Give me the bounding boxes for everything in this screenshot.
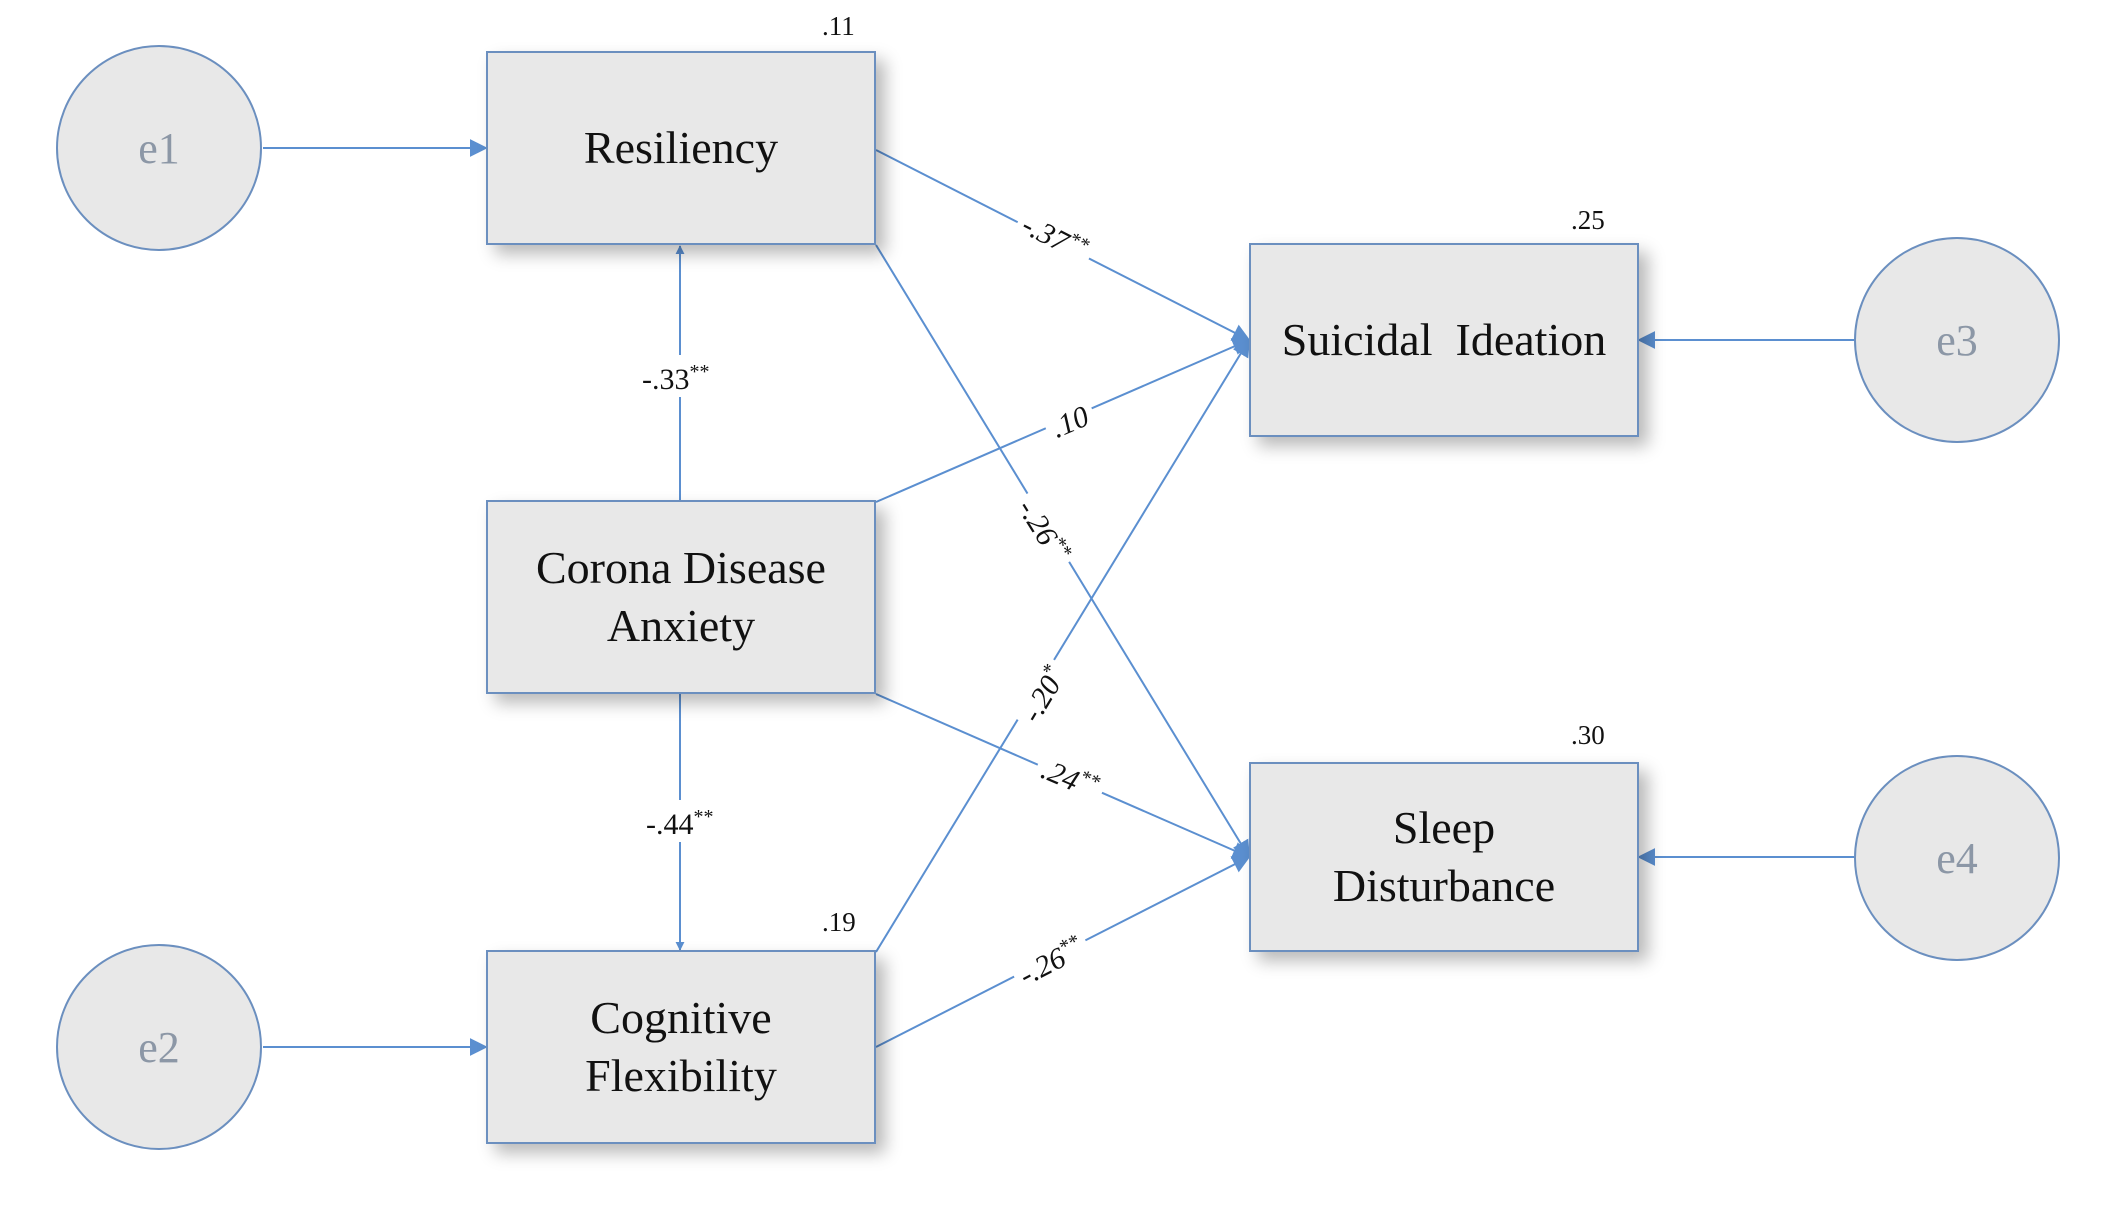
error-e1-label: e1 (138, 123, 180, 173)
coef-corona-cognitive: -.44** (640, 800, 720, 842)
r2-resiliency: .11 (822, 11, 855, 41)
coef-corona-cognitive-sig: ** (693, 806, 714, 828)
r2-suicidal: .25 (1571, 205, 1605, 235)
node-suicidal-label: Suicidal Ideation (1281, 314, 1607, 365)
error-e4-label: e4 (1936, 833, 1978, 883)
node-cognitive-line2: Flexibility (585, 1050, 777, 1101)
node-resiliency-label: Resiliency (583, 122, 779, 173)
node-corona-line2: Anxiety (606, 600, 756, 651)
coef-corona-resiliency: -.33** (636, 355, 716, 397)
node-sleep-disturbance: Sleep Disturbance (1249, 762, 1639, 952)
error-e1: e1 (56, 45, 262, 251)
coef-corona-cognitive-value: -.44 (646, 808, 694, 841)
error-e4: e4 (1854, 755, 2060, 961)
node-corona-line1: Corona Disease (536, 542, 826, 593)
node-suicidal-ideation: Suicidal Ideation (1249, 243, 1639, 437)
arrow-cognitive-suicidal (875, 338, 1250, 953)
r2-sleep: .30 (1571, 720, 1605, 750)
error-e3-label: e3 (1936, 315, 1978, 365)
node-sleep-line1: Sleep (1392, 802, 1496, 853)
node-resiliency: Resiliency (486, 51, 876, 245)
error-e3: e3 (1854, 237, 2060, 443)
r2-cognitive: .19 (822, 907, 856, 937)
node-sleep-line2: Disturbance (1332, 860, 1556, 911)
error-e2: e2 (56, 944, 262, 1150)
coef-corona-resiliency-sig: ** (689, 361, 710, 383)
node-cognitive-flexibility: Cognitive Flexibility (486, 950, 876, 1144)
error-e2-label: e2 (138, 1022, 180, 1072)
node-corona-anxiety: Corona Disease Anxiety (486, 500, 876, 694)
coef-corona-resiliency-value: -.33 (642, 363, 690, 396)
node-cognitive-line1: Cognitive (590, 992, 772, 1043)
